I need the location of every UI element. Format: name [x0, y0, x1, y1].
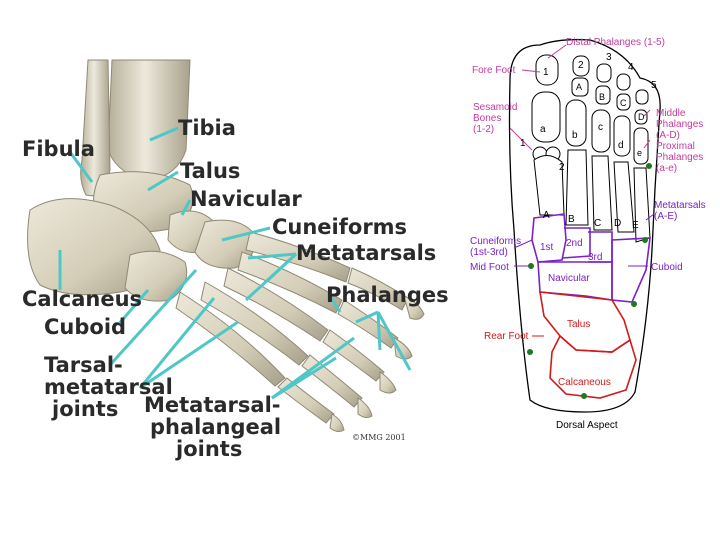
middle-phalanx-d: D: [638, 112, 645, 122]
proximal-phalanx-b: b: [572, 130, 578, 141]
label-dorsal-aspect: Dorsal Aspect: [556, 420, 618, 431]
label-metatarsals: Metatarsals: [296, 241, 436, 265]
middle-phalanx-b: B: [599, 92, 605, 102]
cuboid-region: [611, 237, 651, 303]
label-middle-line3: (A-D): [656, 130, 680, 141]
label-proximal-line2: Phalanges: [656, 152, 703, 163]
toe-2-number: 2: [578, 60, 584, 71]
dorsal-leader-lines: [509, 44, 655, 337]
sesamoid-number-2: 2: [559, 162, 565, 173]
landmark-dots: [527, 163, 652, 399]
foot-outline: [508, 38, 661, 413]
toe-1-number: 1: [543, 67, 549, 78]
middle-phalanx-c: C: [620, 98, 627, 108]
label-calcaneus: Calcaneus: [22, 287, 142, 311]
distal-phalanges: [535, 54, 649, 105]
label-tarsal-metatarsal-line3: joints: [51, 397, 118, 421]
label-distal-phalanges: Distal Phalanges (1-5): [566, 37, 665, 48]
calcaneous-region: [549, 334, 637, 399]
proximal-phalanges: [531, 91, 649, 165]
label-cuboid: Cuboid: [651, 262, 683, 273]
label-metatarsals-line2: (A-E): [654, 211, 677, 222]
label-tibia: Tibia: [178, 116, 236, 140]
label-fore-foot: Fore Foot: [472, 65, 516, 76]
label-cuneiform-2nd: 2nd: [566, 238, 583, 249]
proximal-phalanx-e: e: [637, 148, 642, 158]
toe-4-number: 4: [628, 62, 634, 73]
proximal-phalanx-a: a: [540, 124, 546, 135]
sesamoid-number: 1: [520, 138, 526, 149]
metatarsal-b: B: [568, 214, 575, 225]
metatarsal-e: E: [632, 220, 639, 231]
metatarsal-d: D: [614, 218, 621, 229]
middle-phalanges: [571, 77, 648, 125]
label-phalanges: Phalanges: [326, 283, 449, 307]
label-sesamoid-line3: (1-2): [473, 124, 494, 135]
label-calcaneous: Calcaneous: [558, 377, 611, 388]
label-sesamoid-line1: Sesamoid: [473, 102, 517, 113]
label-middle-line1: Middle: [656, 108, 686, 119]
foot-skeleton-illustration: Tibia Fibula Talus Navicular Cuneiforms …: [22, 59, 449, 461]
label-proximal-line3: (a-e): [656, 163, 677, 174]
label-cuboid: Cuboid: [44, 315, 126, 339]
dorsal-foot-diagram: 1 2 3 4 5 A B C D a b c d e 1 2 A B C D …: [470, 37, 706, 431]
proximal-phalanx-d: d: [618, 140, 624, 151]
copyright-text: ©MMG 2001: [352, 433, 406, 442]
label-cuneiforms: Cuneiforms: [272, 215, 407, 239]
label-middle-line2: Phalanges: [656, 119, 703, 130]
toe-5-number: 5: [651, 80, 657, 91]
label-rear-foot: Rear Foot: [484, 331, 529, 342]
label-proximal-line1: Proximal: [656, 141, 695, 152]
label-talus: Talus: [180, 159, 240, 183]
label-cuneiforms-line1: Cuneiforms: [470, 236, 521, 247]
label-fibula: Fibula: [22, 137, 95, 161]
label-navicular: Navicular: [548, 273, 590, 284]
label-cuneiforms-line2: (1st-3rd): [470, 247, 508, 258]
proximal-phalanx-c: c: [598, 122, 603, 133]
label-metatarsals-line1: Metatarsals: [654, 200, 706, 211]
middle-phalanx-a: A: [576, 82, 582, 92]
label-navicular: Navicular: [190, 187, 302, 211]
metatarsal-a: A: [543, 210, 550, 221]
label-cuneiform-1st: 1st: [540, 242, 554, 253]
label-tarsal-metatarsal-line1: Tarsal-: [44, 353, 123, 377]
label-cuneiform-3rd: 3rd: [588, 252, 602, 263]
label-sesamoid-line2: Bones: [473, 113, 501, 124]
label-mtp-line1: Metatarsal-: [144, 393, 281, 417]
label-mid-foot: Mid Foot: [470, 262, 509, 273]
metatarsal-bones: [175, 231, 351, 387]
label-mtp-line2: phalangeal: [150, 415, 281, 439]
label-tarsal-metatarsal-line2: metatarsal: [44, 375, 173, 399]
label-talus: Talus: [567, 319, 590, 330]
toe-3-number: 3: [606, 52, 612, 63]
label-mtp-line3: joints: [175, 437, 242, 461]
leader-lines: [58, 126, 412, 400]
metatarsal-c: C: [594, 218, 601, 229]
metatarsals: [533, 149, 651, 243]
phalanx-bones: [277, 267, 425, 433]
